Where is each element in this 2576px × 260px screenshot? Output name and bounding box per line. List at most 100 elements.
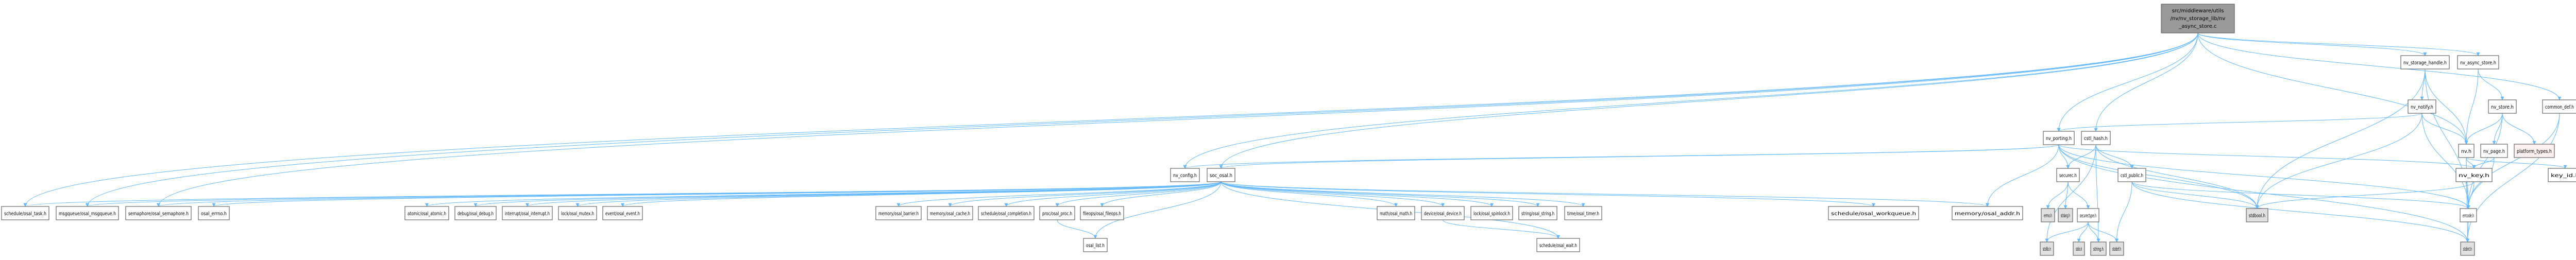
node-osal-list[interactable]: osal_list.h (1083, 238, 1108, 252)
edge-nv_porting-to-stdint (2058, 144, 2469, 242)
node-box (2408, 99, 2436, 114)
node-label: interrupt/osal_interrupt.h (505, 211, 550, 217)
node-errcode[interactable]: errcode.h (2460, 208, 2477, 222)
node-label: schedule/osal_workqueue.h (1831, 211, 1916, 217)
edge-root-to-osal_task (23, 32, 2198, 207)
node-box (2400, 55, 2450, 70)
edge-root-to-nv (2197, 32, 2468, 145)
edge-cstl_hash-to-stdlib (2045, 144, 2096, 242)
edge-nv_porting-to-securec (2058, 144, 2070, 169)
node-osal-debug[interactable]: debug/osal_debug.h (454, 206, 497, 220)
node-osal-wait[interactable]: schedule/osal_wait.h (1536, 238, 1580, 252)
node-box (2056, 168, 2080, 182)
node-label-line: /nv/nv_storage_lib/nv (2171, 16, 2226, 22)
node-box (978, 206, 1035, 220)
node-stdlib[interactable]: stdlib.h (2040, 241, 2054, 256)
node-osal-barrier[interactable]: memory/osal_barrier.h (875, 206, 922, 220)
node-label: nv_config.h (1173, 173, 1197, 179)
node-box (1377, 206, 1415, 220)
node-label: time/osal_timer.h (1567, 211, 1599, 217)
node-box (2109, 241, 2124, 256)
node-osal-completion[interactable]: schedule/osal_completion.h (978, 206, 1035, 220)
node-label: cstl_public.h (2121, 173, 2143, 179)
node-box (2514, 144, 2555, 158)
node-stdint[interactable]: stdint.h (2460, 241, 2475, 256)
node-osal-addr[interactable]: memory/osal_addr.h (1952, 206, 2023, 220)
edge-cstl_public-to-stddef (2115, 181, 2132, 242)
node-osal-math[interactable]: math/osal_math.h (1377, 206, 1415, 220)
node-osal-spinlock[interactable]: lock/osal_spinlock.h (1470, 206, 1513, 220)
node-nv-store[interactable]: nv_store.h (2488, 99, 2517, 114)
node-osal-timer[interactable]: time/osal_timer.h (1564, 206, 1602, 220)
node-osal-mutex[interactable]: lock/osal_mutex.h (558, 206, 597, 220)
edge-nv_porting-to-stdbool (2058, 144, 2259, 209)
node-nv-storage-handle[interactable]: nv_storage_handle.h (2400, 55, 2450, 70)
node-errno[interactable]: errno.h (2041, 208, 2055, 222)
edge-cstl_hash-to-securec (2066, 144, 2096, 169)
node-box (1564, 206, 1602, 220)
node-nv-notify[interactable]: nv_notify.h (2408, 99, 2436, 114)
node-box (404, 206, 449, 220)
node-securec[interactable]: securec.h (2056, 168, 2080, 182)
node-cstl-public[interactable]: cstl_public.h (2117, 168, 2146, 182)
node-stdbool[interactable]: stdbool.h (2246, 208, 2268, 222)
node-osal-msgqueue[interactable]: msgqueue/osal_msgqueue.h (56, 206, 119, 220)
node-osal-task[interactable]: schedule/osal_task.h (1, 206, 49, 220)
node-nv[interactable]: nv.h (2458, 144, 2475, 158)
node-box (602, 206, 643, 220)
node-stddef[interactable]: stddef.h (2109, 241, 2124, 256)
edge-nv_notify-to-errcode (2421, 113, 2470, 209)
edge-nv_page-to-errcode (2466, 157, 2495, 209)
node-key-id[interactable]: key_id.h (2548, 168, 2576, 182)
node-osal-errno[interactable]: osal_errno.h (198, 206, 230, 220)
node-box (875, 206, 922, 220)
node-securectype[interactable]: securectype.h (2077, 208, 2099, 222)
node-osal-semaphore[interactable]: semaphore/osal_semaphore.h (125, 206, 192, 220)
node-osal-event[interactable]: event/osal_event.h (602, 206, 643, 220)
edge-nv_notify-to-nv (2421, 113, 2468, 145)
edge-nv_porting-to-errcode (2058, 144, 2470, 209)
node-label: event/osal_event.h (605, 211, 640, 217)
node-label: nv_page.h (2483, 149, 2505, 154)
node-osal-atomic[interactable]: atomic/osal_atomic.h (404, 206, 449, 220)
node-nv-async-store[interactable]: nv_async_store.h (2457, 55, 2499, 70)
node-box (558, 206, 597, 220)
node-stdarg[interactable]: stdarg.h (2058, 208, 2073, 222)
node-nv-key[interactable]: nv_key.h (2455, 168, 2493, 182)
node-nv-porting[interactable]: nv_porting.h (2043, 131, 2075, 145)
node-string[interactable]: string.h (2090, 241, 2107, 256)
edge-nv_porting-to-soc_osal (1219, 144, 2059, 169)
node-label: nv_porting.h (2046, 136, 2072, 142)
edge-cstl_hash-to-stdbool (2095, 144, 2259, 209)
node-root[interactable]: src/middleware/utils/nv/nv_storage_lib/n… (2161, 4, 2235, 33)
node-osal-device[interactable]: device/osal_device.h (1421, 206, 1465, 220)
node-label: soc_osal.h (1210, 173, 1232, 179)
node-label: stdio.h (2076, 247, 2082, 252)
node-box (2480, 144, 2508, 158)
node-label: nv_notify.h (2411, 105, 2433, 110)
node-osal-proc[interactable]: proc/osal_proc.h (1039, 206, 1075, 220)
edge-soc_osal-to-osal_addr (1221, 181, 1989, 207)
node-nv-page[interactable]: nv_page.h (2480, 144, 2508, 158)
node-nv-config[interactable]: nv_config.h (1170, 168, 1200, 182)
edge-root-to-cstl_hash (2094, 32, 2198, 132)
edge-soc_osal-to-osal_msgqueue (86, 181, 1222, 207)
node-osal-fileops[interactable]: fileops/osal_fileops.h (1080, 206, 1124, 220)
node-osal-cache[interactable]: memory/osal_cache.h (927, 206, 973, 220)
node-osal-string[interactable]: string/osal_string.h (1518, 206, 1557, 220)
node-label: stdint.h (2463, 247, 2472, 252)
node-stdio[interactable]: stdio.h (2073, 241, 2085, 256)
node-box (2460, 241, 2475, 256)
node-soc-osal[interactable]: soc_osal.h (1207, 168, 1235, 182)
node-osal-workqueue[interactable]: schedule/osal_workqueue.h (1828, 206, 1919, 220)
node-common-def[interactable]: common_def.h (2542, 99, 2576, 114)
node-platform-types[interactable]: platform_types.h (2514, 144, 2555, 158)
edge-root-to-soc_osal (1219, 32, 2198, 169)
node-box (2040, 241, 2054, 256)
node-osal-interrupt[interactable]: interrupt/osal_interrupt.h (502, 206, 553, 220)
edge-root-to-nv_async_store (2197, 32, 2480, 56)
node-box (2457, 55, 2499, 70)
node-box (2117, 168, 2146, 182)
node-cstl-hash[interactable]: cstl_hash.h (2081, 131, 2111, 145)
node-box (454, 206, 497, 220)
